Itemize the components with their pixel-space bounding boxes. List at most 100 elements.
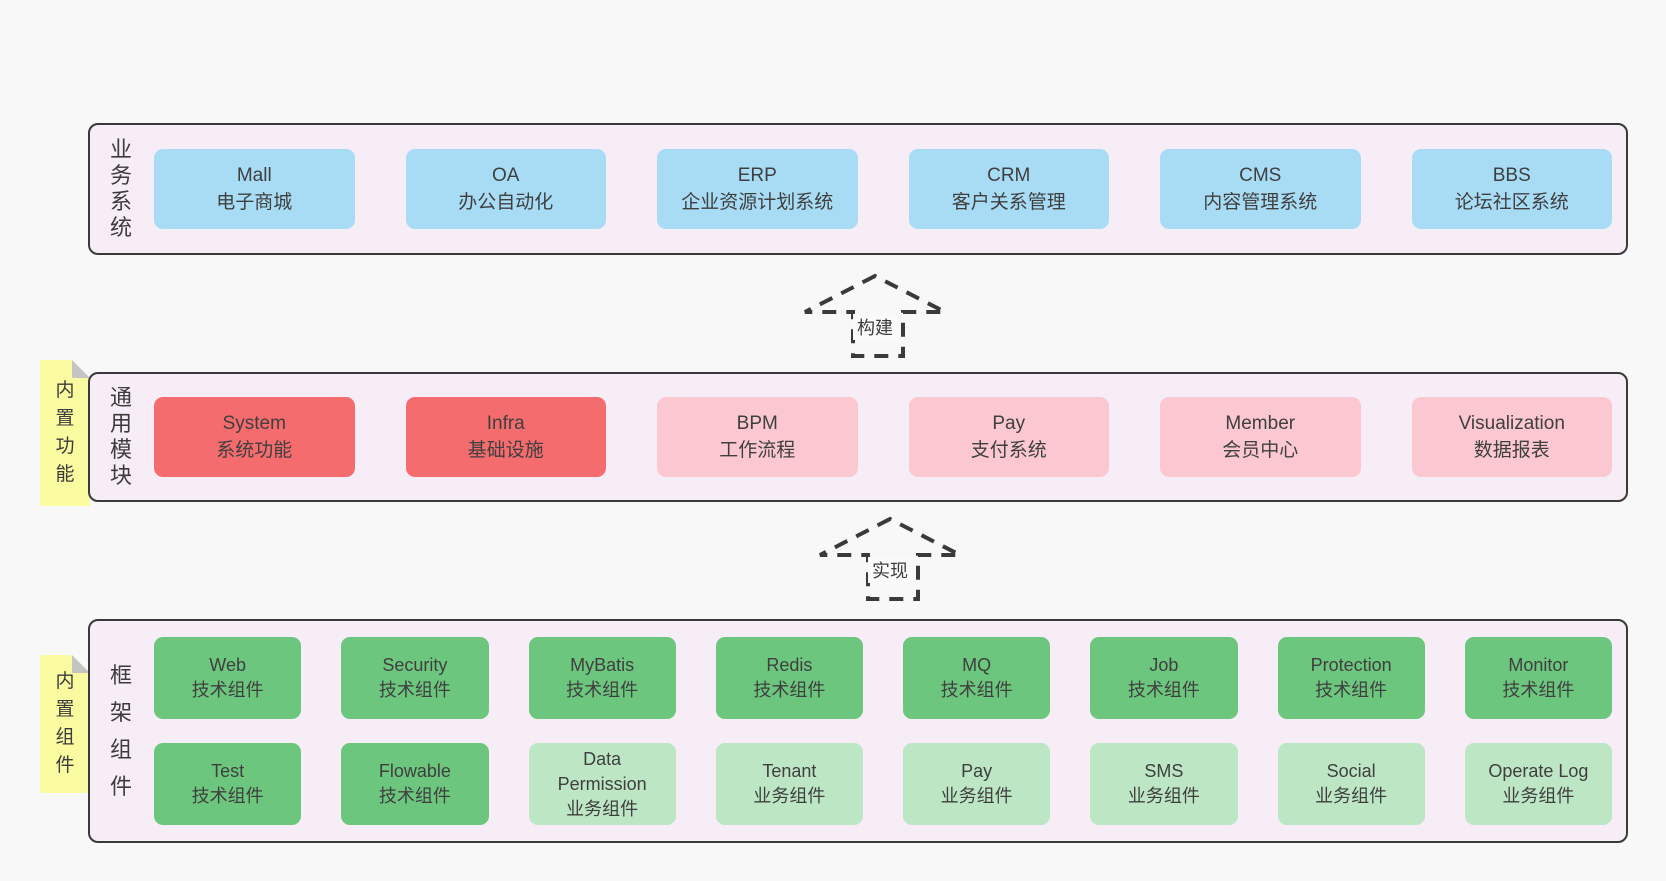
box-title: Redis [766, 655, 813, 675]
band-framework-components-label: 框架组件 [90, 621, 152, 841]
box-title: BPM [736, 413, 778, 434]
vertical-label: 业务系统 [109, 137, 132, 240]
box-member: Member 会员中心 [1160, 397, 1361, 477]
band-common-modules: 通用模块 System 系统功能 Infra 基础设施 BPM 工作流程 Pay… [88, 372, 1628, 502]
box-operate-log: Operate Log 业务组件 [1464, 743, 1612, 825]
box-subtitle: 技术组件 [378, 786, 451, 806]
biz-components-row: Test 技术组件 Flowable 技术组件 Data Permission … [154, 743, 1612, 825]
box-bbs: BBS 论坛社区系统 [1411, 149, 1612, 229]
box-subtitle: 技术组件 [1315, 680, 1388, 700]
box-title: ERP [737, 165, 777, 186]
box-subtitle: 办公自动化 [458, 192, 554, 213]
box-subtitle: 技术组件 [191, 680, 264, 700]
box-subtitle: 技术组件 [753, 680, 826, 700]
implement-arrow: 实现 [818, 516, 962, 601]
box-title: SMS [1144, 761, 1184, 781]
note-text: 内置功能 [55, 380, 75, 485]
dashed-up-arrow-icon [804, 273, 946, 358]
box-subtitle: 电子商城 [216, 192, 293, 213]
vertical-label: 通用模块 [109, 385, 132, 488]
box-sms: SMS 业务组件 [1090, 743, 1238, 825]
folded-corner-icon [72, 360, 90, 378]
box-title: Test [211, 761, 245, 781]
box-flowable: Flowable 技术组件 [341, 743, 489, 825]
box-subtitle: 技术组件 [1127, 680, 1200, 700]
build-arrow: 构建 [803, 273, 947, 358]
band-business-systems-label: 业务系统 [90, 125, 152, 253]
box-subtitle: 业务组件 [1502, 786, 1575, 806]
box-title: Member [1225, 413, 1296, 434]
box-title: Monitor [1508, 655, 1569, 675]
implement-arrow-label: 实现 [868, 557, 912, 583]
box-title: MQ [962, 655, 992, 675]
box-title: Protection [1310, 655, 1392, 675]
box-subtitle: 业务组件 [1127, 786, 1200, 806]
box-title: CMS [1239, 165, 1282, 186]
box-bpm: BPM 工作流程 [657, 397, 858, 477]
box-subtitle: 内容管理系统 [1203, 192, 1318, 213]
box-title: Tenant [762, 761, 817, 781]
band-common-modules-boxes: System 系统功能 Infra 基础设施 BPM 工作流程 Pay 支付系统… [152, 374, 1626, 500]
box-subtitle: 企业资源计划系统 [681, 192, 834, 213]
box-mq: MQ 技术组件 [903, 637, 1051, 719]
box-web: Web 技术组件 [154, 637, 302, 719]
box-title: Security [382, 655, 448, 675]
box-security: Security 技术组件 [341, 637, 489, 719]
box-subtitle: 会员中心 [1222, 440, 1299, 461]
box-pay-biz: Pay 业务组件 [903, 743, 1051, 825]
box-subtitle: 系统功能 [216, 440, 293, 461]
box-redis: Redis 技术组件 [715, 637, 863, 719]
box-subtitle: 支付系统 [970, 440, 1047, 461]
box-title: Pay [961, 761, 993, 781]
box-title: Social [1326, 761, 1376, 781]
box-pay: Pay 支付系统 [908, 397, 1109, 477]
tech-components-row: Web 技术组件 Security 技术组件 MyBatis 技术组件 Redi… [154, 637, 1612, 719]
box-visualization: Visualization 数据报表 [1411, 397, 1612, 477]
box-mybatis: MyBatis 技术组件 [528, 637, 676, 719]
box-job: Job 技术组件 [1090, 637, 1238, 719]
box-mall: Mall 电子商城 [154, 149, 355, 229]
box-title: Mall [236, 165, 272, 186]
vertical-label: 框架组件 [109, 663, 132, 799]
box-subtitle: 客户关系管理 [951, 192, 1066, 213]
box-title: System [222, 413, 286, 434]
build-arrow-label: 构建 [853, 314, 897, 340]
band-common-modules-label: 通用模块 [90, 374, 152, 500]
box-subtitle: 技术组件 [1502, 680, 1575, 700]
box-tenant: Tenant 业务组件 [715, 743, 863, 825]
box-infra: Infra 基础设施 [405, 397, 606, 477]
box-protection: Protection 技术组件 [1277, 637, 1425, 719]
dashed-up-arrow-icon [819, 516, 961, 601]
box-title: Infra [486, 413, 525, 434]
band-framework-components-grid: Web 技术组件 Security 技术组件 MyBatis 技术组件 Redi… [152, 621, 1626, 841]
box-title: MyBatis [570, 655, 635, 675]
box-title: BBS [1492, 165, 1531, 186]
box-subtitle: 论坛社区系统 [1454, 192, 1569, 213]
note-built-in-components: 内置组件 [40, 655, 90, 793]
box-system: System 系统功能 [154, 397, 355, 477]
box-title: Visualization [1458, 413, 1565, 434]
box-data-permission: Data Permission 业务组件 [528, 743, 676, 825]
box-subtitle: 技术组件 [940, 680, 1013, 700]
box-subtitle: 工作流程 [719, 440, 796, 461]
note-built-in-features: 内置功能 [40, 360, 90, 506]
box-subtitle: 技术组件 [566, 680, 639, 700]
box-title: Pay [992, 413, 1026, 434]
band-business-systems: 业务系统 Mall 电子商城 OA 办公自动化 ERP 企业资源计划系统 CRM… [88, 123, 1628, 255]
box-erp: ERP 企业资源计划系统 [657, 149, 858, 229]
box-crm: CRM 客户关系管理 [908, 149, 1109, 229]
box-test: Test 技术组件 [154, 743, 302, 825]
box-subtitle: 基础设施 [467, 440, 544, 461]
band-framework-components: 框架组件 Web 技术组件 Security 技术组件 MyBatis 技术组件… [88, 619, 1628, 843]
box-title: CRM [987, 165, 1031, 186]
box-monitor: Monitor 技术组件 [1464, 637, 1612, 719]
box-subtitle: 业务组件 [753, 786, 826, 806]
box-title: Data Permission [557, 748, 647, 794]
box-subtitle: 技术组件 [378, 680, 451, 700]
box-subtitle: 业务组件 [940, 786, 1013, 806]
box-social: Social 业务组件 [1277, 743, 1425, 825]
box-subtitle: 业务组件 [566, 798, 639, 819]
band-business-systems-boxes: Mall 电子商城 OA 办公自动化 ERP 企业资源计划系统 CRM 客户关系… [152, 125, 1626, 253]
box-title: Flowable [378, 761, 451, 781]
